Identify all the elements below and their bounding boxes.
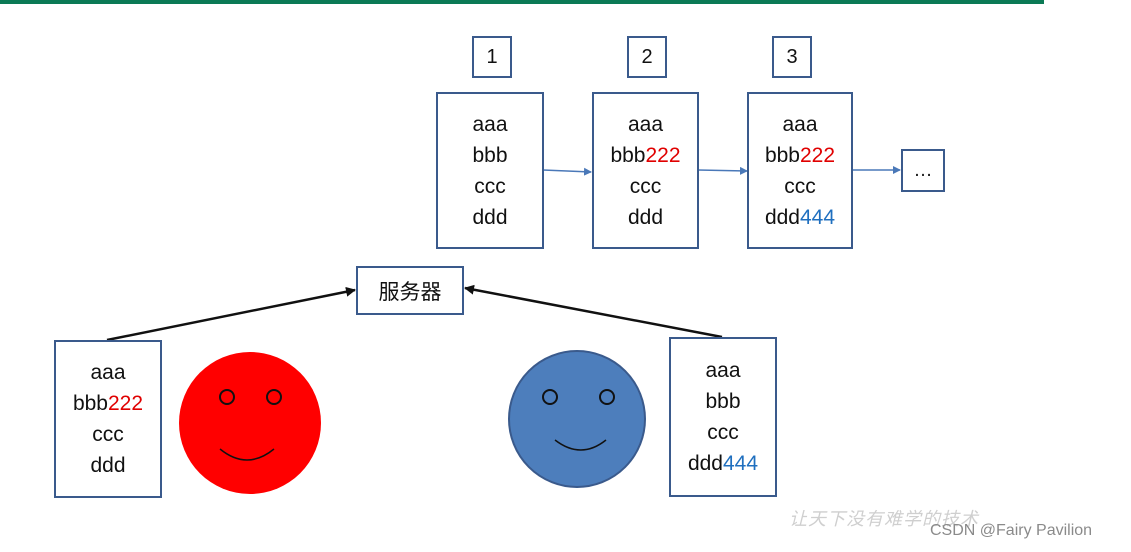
doc-line: ddd xyxy=(90,454,126,477)
doc-line: aaa xyxy=(705,359,741,382)
arrow-v1-to-v2 xyxy=(542,167,592,176)
doc-line: ddd444 xyxy=(764,205,836,229)
version-number-3: 3 xyxy=(772,36,812,78)
doc-line: aaa xyxy=(90,361,126,384)
version-number-2: 2 xyxy=(627,36,667,78)
version-doc-1: aaa bbb ccc ddd xyxy=(436,92,544,249)
doc-line: ddd xyxy=(472,205,508,229)
doc-line: ddd xyxy=(627,205,664,229)
doc-line: bbb222 xyxy=(610,143,681,167)
doc-line: ccc xyxy=(92,423,124,446)
doc-line: ccc xyxy=(784,174,816,198)
arrow-left-client-to-server xyxy=(106,286,356,342)
right-client-doc: aaa bbb ccc ddd444 xyxy=(669,337,777,497)
doc-line: bbb222 xyxy=(764,143,836,167)
doc-line: bbb222 xyxy=(72,392,144,415)
version-doc-3: aaa bbb222 ccc ddd444 xyxy=(747,92,853,249)
red-smiley-icon xyxy=(179,352,321,494)
version-doc-2: aaa bbb222 ccc ddd xyxy=(592,92,699,249)
blue-smiley-icon xyxy=(508,350,646,488)
watermark-credit: CSDN @Fairy Pavilion xyxy=(930,522,1093,539)
left-client-doc: aaa bbb222 ccc ddd xyxy=(54,340,162,498)
doc-line: bbb xyxy=(472,143,508,167)
top-accent-bar xyxy=(0,0,1044,4)
arrow-right-client-to-server xyxy=(464,284,723,339)
doc-line: aaa xyxy=(627,112,664,136)
doc-line: aaa xyxy=(782,112,818,136)
version-number-1: 1 xyxy=(472,36,512,78)
doc-line: ccc xyxy=(474,174,506,198)
doc-line: ccc xyxy=(707,421,739,444)
watermark-slogan: 让天下没有难学的技术 xyxy=(789,509,979,530)
doc-line: bbb xyxy=(705,390,741,413)
doc-line: aaa xyxy=(472,112,508,136)
more-versions-box: … xyxy=(901,149,945,192)
doc-line: ccc xyxy=(629,174,662,198)
doc-line: ddd444 xyxy=(687,452,759,475)
server-box: 服务器 xyxy=(356,266,464,315)
arrow-v2-to-v3 xyxy=(697,166,748,175)
